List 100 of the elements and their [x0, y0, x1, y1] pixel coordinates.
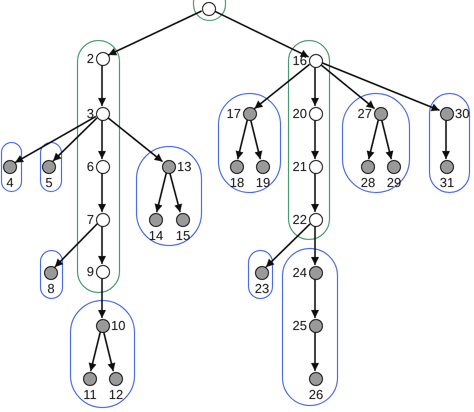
arrow — [265, 223, 311, 268]
tree-node — [255, 266, 269, 280]
tree-node — [440, 107, 454, 121]
arrow — [108, 10, 202, 56]
arrow — [98, 278, 106, 318]
tree-node — [309, 160, 323, 174]
arrow — [250, 120, 262, 160]
node-number: 19 — [256, 176, 270, 190]
node-number: 26 — [308, 388, 324, 402]
arrow — [311, 173, 319, 212]
arrow — [254, 64, 310, 110]
tree-node — [109, 372, 123, 386]
tree-node — [96, 160, 110, 174]
tree-node — [44, 266, 58, 280]
arrow — [311, 67, 319, 106]
node-number: 13 — [177, 160, 192, 174]
arrow — [106, 116, 164, 162]
arrow — [88, 332, 102, 372]
tree-node — [96, 107, 110, 121]
node-number: 27 — [358, 107, 372, 121]
group-outline — [136, 146, 202, 246]
tree-node — [149, 213, 163, 227]
tree-node — [309, 54, 323, 68]
tree-node — [42, 160, 56, 174]
node-number: 29 — [386, 176, 402, 190]
arrow — [98, 226, 106, 264]
tree-node — [96, 213, 110, 227]
group-outline — [342, 93, 410, 193]
tree-node — [3, 160, 17, 174]
node-number: 11 — [83, 388, 97, 402]
node-number: 28 — [360, 176, 376, 190]
group-outline — [70, 300, 135, 408]
tree-node — [309, 372, 323, 386]
arrow — [98, 120, 106, 159]
arrow — [311, 332, 319, 371]
arrow — [102, 332, 116, 372]
tree-node — [361, 160, 375, 174]
node-number: 20 — [292, 107, 307, 121]
arrow — [442, 120, 450, 159]
tree-node — [374, 107, 388, 121]
tree-node — [230, 160, 244, 174]
node-number: 24 — [292, 266, 307, 280]
node-number: 15 — [176, 229, 190, 243]
arrow — [380, 120, 394, 160]
node-number: 7 — [86, 213, 94, 227]
group-outline — [77, 40, 120, 293]
arrow — [14, 116, 96, 164]
node-number: 9 — [86, 265, 94, 279]
group-outline — [218, 93, 281, 193]
node-number: 17 — [226, 107, 241, 121]
tree-node — [96, 319, 110, 333]
arrow — [169, 172, 182, 212]
arrow — [236, 120, 248, 160]
tree-node — [243, 107, 257, 121]
tree-node — [96, 52, 110, 66]
arrow — [98, 173, 106, 212]
node-number: 21 — [292, 160, 307, 174]
node-number: 12 — [108, 388, 124, 402]
tree-node — [309, 266, 323, 280]
tree-node — [440, 160, 454, 174]
node-number: 4 — [6, 176, 14, 190]
node-number: 6 — [86, 160, 94, 174]
tree-node — [387, 160, 401, 174]
node-number: 31 — [440, 176, 454, 190]
arrow — [321, 62, 440, 112]
node-number: 25 — [292, 319, 307, 333]
tree-node — [176, 213, 190, 227]
tree-node — [96, 265, 110, 279]
tree-node — [309, 213, 323, 227]
arrow — [154, 172, 168, 212]
tree-node — [309, 107, 323, 121]
group-outline — [248, 250, 273, 299]
node-number: 2 — [86, 52, 94, 66]
arrow — [311, 279, 319, 318]
arrow — [214, 10, 310, 58]
node-number: 5 — [45, 176, 53, 190]
group-outline — [282, 248, 338, 406]
tree-node — [309, 319, 323, 333]
node-number: 8 — [47, 282, 55, 296]
node-number: 18 — [230, 176, 244, 190]
group-outline — [40, 142, 62, 192]
tree-node — [256, 160, 270, 174]
node-number: 3 — [86, 107, 94, 121]
node-number: 10 — [111, 319, 126, 333]
tree-node — [83, 372, 97, 386]
node-number: 23 — [254, 282, 270, 296]
tree-node — [202, 2, 216, 16]
arrow — [98, 65, 106, 106]
node-number: 30 — [455, 107, 470, 121]
arrow — [54, 223, 98, 268]
node-number: 14 — [148, 229, 164, 243]
arrow — [366, 120, 380, 160]
group-outline — [1, 142, 22, 192]
arrow — [320, 64, 376, 110]
group-outline — [40, 250, 63, 299]
arrow — [52, 117, 98, 162]
arrow — [311, 226, 319, 265]
group-outline — [429, 93, 470, 193]
group-outline — [288, 40, 330, 240]
tree-node — [162, 160, 176, 174]
